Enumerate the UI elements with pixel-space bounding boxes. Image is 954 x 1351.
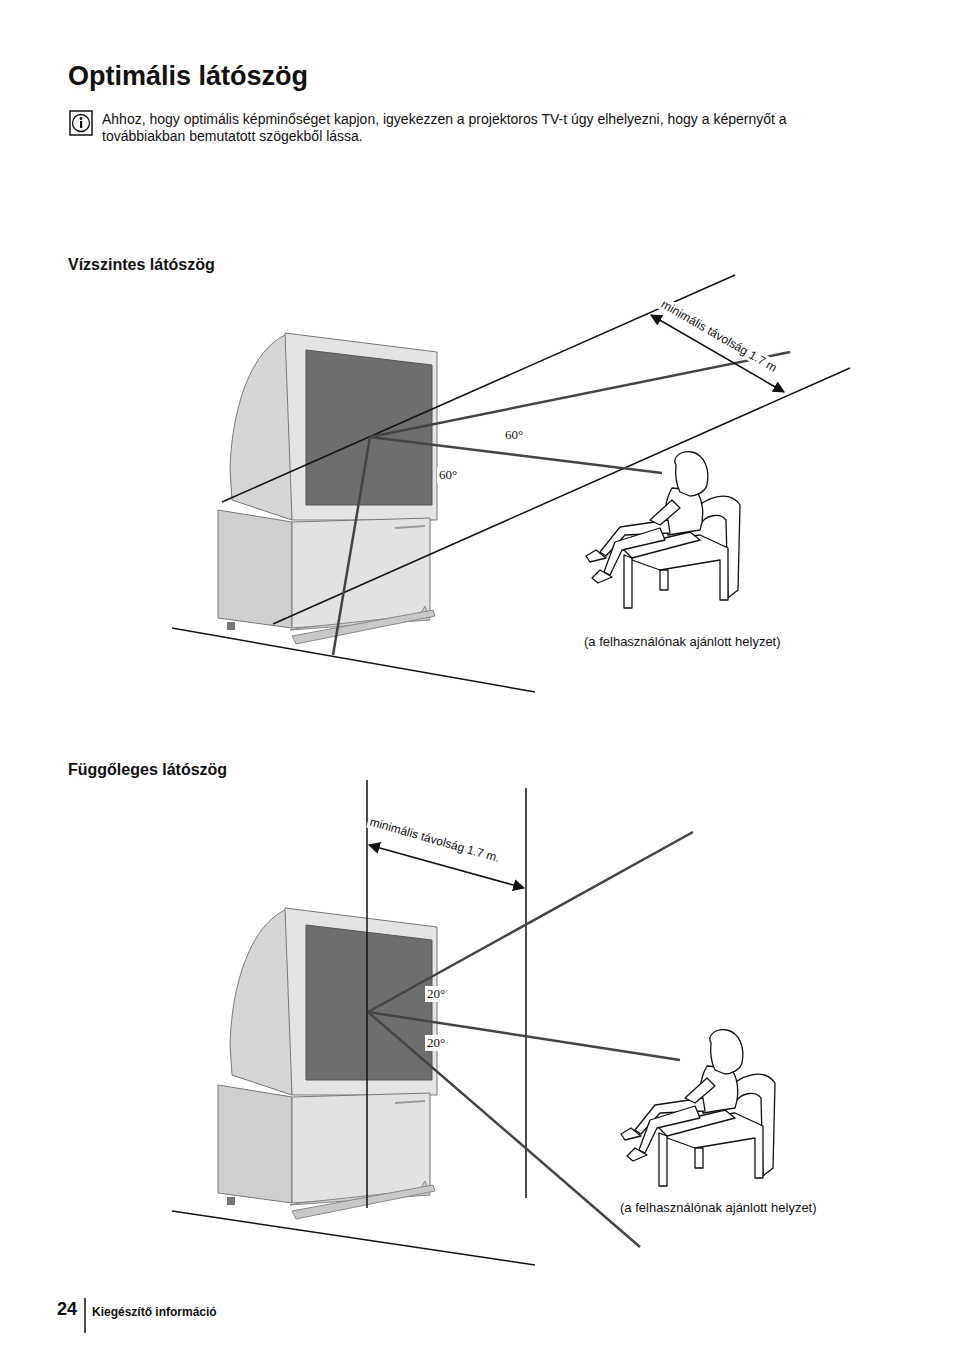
- distance-label: minimális távolság 1.7 m.: [366, 814, 503, 866]
- section-heading: Függőleges látószög: [68, 760, 227, 779]
- distance-label: minimális távolság 1.7 m: [657, 296, 781, 376]
- page-number: 24: [57, 1299, 77, 1321]
- angle-label: 20°: [425, 1035, 447, 1051]
- section-heading: Vízszintes látószög: [68, 255, 215, 274]
- horizontal-figure: [172, 275, 850, 692]
- footer-section: Kiegészítő információ: [92, 1305, 217, 1319]
- footer-rule: [84, 1298, 86, 1333]
- position-caption: (a felhasználónak ajánlott helyzet): [584, 634, 781, 650]
- page-title: Optimális látószög: [68, 60, 308, 92]
- angle-label: 60°: [503, 427, 525, 443]
- vertical-figure: [172, 780, 775, 1265]
- angle-label: 60°: [437, 467, 459, 483]
- info-icon: [70, 111, 92, 135]
- position-caption: (a felhasználónak ajánlott helyzet): [620, 1200, 817, 1216]
- angle-label: 20°: [425, 986, 447, 1002]
- intro-note: Ahhoz, hogy optimális képminőséget kapjo…: [102, 111, 832, 145]
